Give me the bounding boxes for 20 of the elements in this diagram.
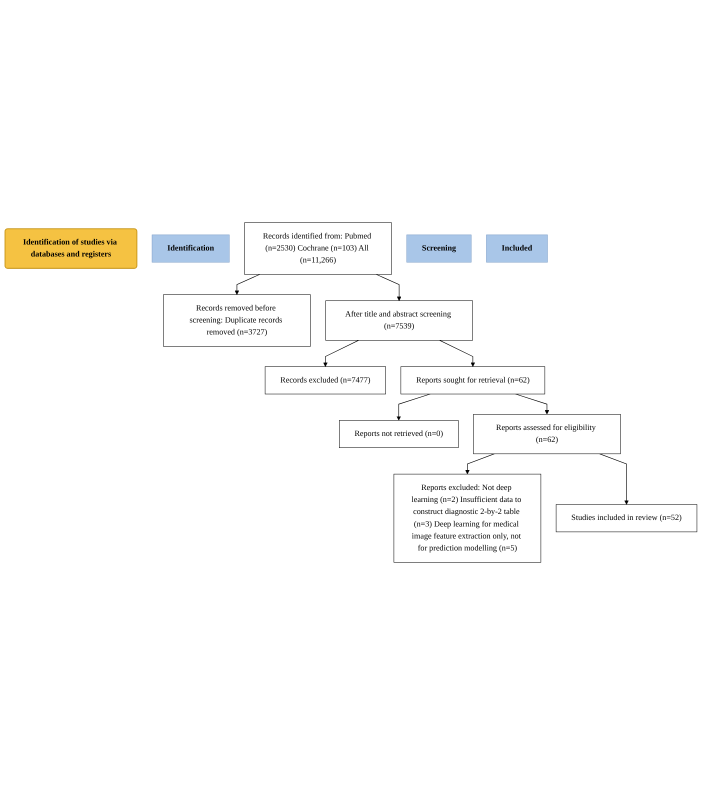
node-box: Studies included in review (n=52)	[556, 504, 698, 532]
node-box: Screening	[406, 234, 472, 262]
arrow	[515, 394, 550, 414]
node-box: After title and abstract screening (n=7539)	[325, 300, 473, 341]
node-box: Reports excluded: Not deep learning (n=2) Insufficient data to construct diagnostic 2-by-2 table (n=3) Deep learning for medical image feature extraction only, not for prediction modelling (n=5)	[394, 474, 542, 563]
node-box: Identification	[152, 234, 230, 262]
arrow	[234, 274, 260, 295]
arrow	[465, 454, 495, 474]
node-box: Reports not retrieved (n=0)	[339, 420, 459, 448]
node-box: Included	[486, 234, 548, 262]
arrow	[396, 394, 431, 421]
node-box: Records identified from: Pubmed (n=2530) Cochrane (n=103) All (n=11,266)	[244, 222, 392, 275]
arrow	[323, 340, 359, 367]
node-box: Records excluded (n=7477)	[264, 366, 386, 394]
node-box: Reports assessed for eligibility (n=62)	[473, 414, 621, 454]
arrow	[439, 340, 476, 367]
node-box: Records removed before screening: Duplicate records removed (n=3727)	[163, 294, 311, 347]
arrow	[599, 454, 629, 505]
arrow	[376, 274, 402, 301]
node-box: Reports sought for retrieval (n=62)	[400, 366, 546, 394]
